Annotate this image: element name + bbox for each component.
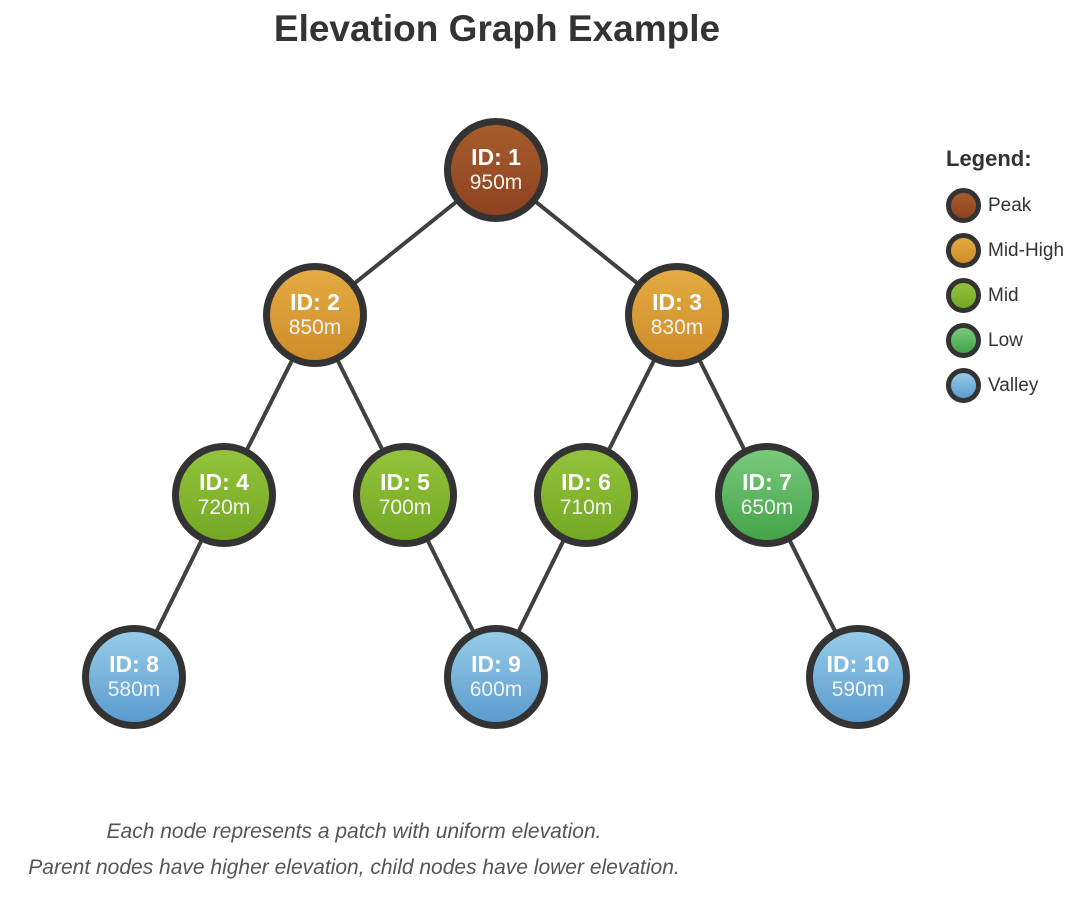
page-title: Elevation Graph Example: [273, 8, 721, 49]
legend-item-peak: Peak: [946, 188, 1082, 223]
caption-line-1: Each node represents a patch with unifor…: [106, 820, 602, 843]
node-elevation-label: 650m: [740, 496, 794, 520]
legend-label: Peak: [988, 194, 1032, 216]
caption: Each node represents a patch with unifor…: [23, 814, 685, 886]
graph-node-6: ID: 6 710m: [534, 443, 638, 547]
legend-label: Mid: [988, 284, 1019, 306]
caption-line-2: Parent nodes have higher elevation, chil…: [28, 856, 680, 879]
node-id-label: ID: 3: [652, 289, 702, 316]
node-id-label: ID: 6: [561, 469, 611, 496]
legend-label: Low: [988, 329, 1023, 351]
node-elevation-label: 950m: [469, 171, 523, 195]
node-id-label: ID: 10: [826, 651, 890, 678]
legend-item-valley: Valley: [946, 368, 1082, 403]
legend-item-mid: Mid: [946, 278, 1082, 313]
node-id-label: ID: 1: [471, 144, 521, 171]
legend-item-low: Low: [946, 323, 1082, 358]
legend-title: Legend:: [946, 146, 1032, 171]
graph-node-9: ID: 9 600m: [444, 625, 548, 729]
legend-swatch-valley-icon: [946, 368, 981, 403]
legend: Legend: Peak Mid-High Mid Low Valley: [946, 146, 1082, 413]
node-elevation-label: 830m: [650, 316, 704, 340]
graph-node-10: ID: 10 590m: [806, 625, 910, 729]
node-id-label: ID: 8: [109, 651, 159, 678]
node-id-label: ID: 5: [380, 469, 430, 496]
node-elevation-label: 720m: [197, 496, 251, 520]
node-id-label: ID: 2: [290, 289, 340, 316]
legend-item-mid-high: Mid-High: [946, 233, 1082, 268]
graph-node-4: ID: 4 720m: [172, 443, 276, 547]
legend-swatch-peak-icon: [946, 188, 981, 223]
legend-label: Mid-High: [988, 239, 1065, 261]
graph-node-5: ID: 5 700m: [353, 443, 457, 547]
node-elevation-label: 590m: [831, 678, 885, 702]
graph-node-2: ID: 2 850m: [263, 263, 367, 367]
node-elevation-label: 850m: [288, 316, 342, 340]
node-elevation-label: 700m: [378, 496, 432, 520]
node-elevation-label: 710m: [559, 496, 613, 520]
legend-label: Valley: [988, 374, 1039, 396]
legend-swatch-mid-high-icon: [946, 233, 981, 268]
node-id-label: ID: 7: [742, 469, 792, 496]
node-elevation-label: 580m: [107, 678, 161, 702]
node-id-label: ID: 4: [199, 469, 249, 496]
legend-swatch-low-icon: [946, 323, 981, 358]
graph-node-3: ID: 3 830m: [625, 263, 729, 367]
node-elevation-label: 600m: [469, 678, 523, 702]
graph-node-7: ID: 7 650m: [715, 443, 819, 547]
graph-node-1: ID: 1 950m: [444, 118, 548, 222]
graph-node-8: ID: 8 580m: [82, 625, 186, 729]
legend-swatch-mid-icon: [946, 278, 981, 313]
node-id-label: ID: 9: [471, 651, 521, 678]
